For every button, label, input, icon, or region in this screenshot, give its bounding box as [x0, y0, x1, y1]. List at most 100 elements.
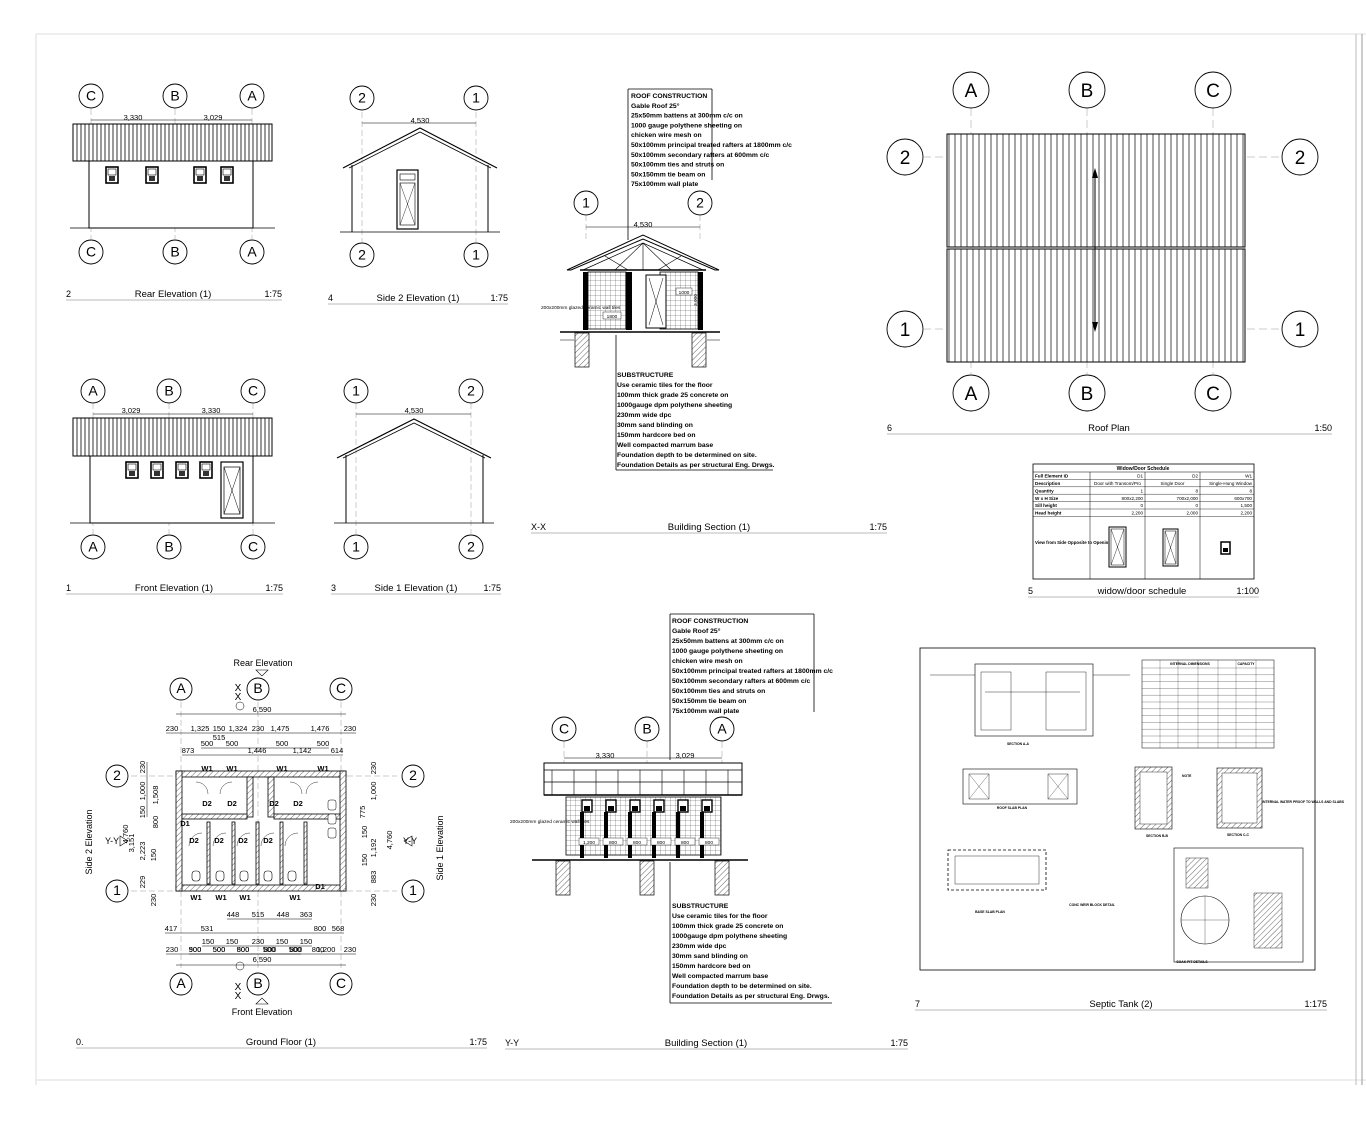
- sectionx-view-number: X-X: [531, 522, 546, 532]
- gdim-overall-bottom: 6,590: [253, 955, 272, 964]
- side2-grid-bottom-0: 2: [349, 242, 375, 268]
- sectiony-cubicle-1: 800: [602, 799, 624, 858]
- side1-grid-top-0-label: 1: [352, 383, 360, 399]
- sectiony-grid-0: C: [551, 716, 577, 742]
- rear-grid-top-1: B: [162, 83, 188, 109]
- gdim-left-0: 230: [138, 761, 147, 774]
- roofnote1-line-6: 50x100mm ties and struts on: [631, 162, 724, 169]
- septic-conc-block: CONC WEIR BLOCK DETAIL: [1069, 903, 1115, 907]
- ground-view-number: 0.: [76, 1037, 84, 1047]
- subnote1-line-1: 100mm thick grade 25 concrete on: [617, 392, 728, 399]
- side1-grid-top-0: 1: [343, 378, 369, 404]
- schedule-view-number: 5: [1028, 586, 1033, 596]
- schedule-cell-5-0: Head height: [1035, 511, 1062, 516]
- gdim-bot4-7: 1,200: [317, 945, 336, 954]
- septic-soak-pit: SOAK PIT DETAILS: [1176, 960, 1208, 964]
- ground-window-label-6: W1: [239, 893, 250, 902]
- gdim-bot1-2: 448: [277, 910, 290, 919]
- sectiony-cubicle-2: 800: [626, 799, 648, 858]
- gdim-bot4-5: 800: [290, 945, 303, 954]
- roof-grid-right-1-label: 1: [1295, 320, 1306, 341]
- gdim-bot3-2: 230: [252, 937, 265, 946]
- roof-grid-right-1: 1: [1281, 310, 1319, 348]
- schedule-d1-icon: [1108, 526, 1127, 568]
- ground-floor-walls: [175, 770, 347, 892]
- urinal-icon-1: [327, 813, 337, 825]
- gdim-left-1: 1,000: [138, 782, 147, 801]
- roof-view-number: 6: [887, 423, 892, 433]
- sectionx-tile-note: 200x200mm glazed ceramic wall tiles: [541, 305, 621, 311]
- side1-grid-top-1-label: 2: [467, 383, 475, 399]
- wc-icon-4: [284, 832, 299, 882]
- side1-view-number: 3: [331, 583, 336, 593]
- ground-yy-left: Y-Y: [105, 836, 119, 846]
- gdim-right-5: 883: [369, 871, 378, 884]
- ground-door-label-9: D1: [315, 882, 325, 891]
- rear-window-2: [220, 166, 234, 184]
- schedule-cell-5-3: 2,200: [1241, 511, 1253, 516]
- gdim-top1-7: 230: [344, 724, 357, 733]
- gdim-top2-0: 515: [213, 733, 226, 742]
- septic-note: NOTE: [1182, 774, 1192, 778]
- svg-text:X: X: [235, 692, 242, 703]
- subnote1-line-6: Well compacted marrum base: [617, 442, 713, 449]
- sectionx-dim: 4,530: [634, 220, 653, 229]
- gdim-right-1: 1,000: [369, 782, 378, 801]
- gdim-left-10: 150: [149, 849, 158, 862]
- ground-door-label-5: D2: [214, 836, 224, 845]
- gdim-bot2-1: 531: [201, 924, 214, 933]
- gdim-right-0: 230: [369, 762, 378, 775]
- roof-grid-bottom-1-label: B: [1081, 384, 1094, 405]
- sectiony-cubicle-5: 800: [698, 799, 720, 858]
- rear-grid-bottom-2: A: [239, 239, 265, 265]
- gdim-right-3: 150: [360, 826, 369, 839]
- rear-window-1: [193, 166, 207, 184]
- ground-grid-bottom-2: C: [329, 972, 353, 996]
- sectiony-cubicle-4: 800: [674, 799, 696, 858]
- rear-grid-bottom-1-label: B: [170, 244, 179, 260]
- gdim-right-8: 4,760: [385, 831, 394, 850]
- front-window-2: [175, 461, 189, 479]
- rear-grid-top-1-label: B: [170, 88, 179, 104]
- front-roof: [72, 417, 273, 457]
- roof-grid-left-1-label: 1: [900, 320, 911, 341]
- roof-grid-bottom-2: C: [1194, 374, 1232, 412]
- ground-grid-right-0-label: 2: [409, 767, 417, 783]
- ground-grid-left-0: 2: [105, 764, 129, 788]
- schedule-cell-0-3: W1: [1245, 474, 1252, 479]
- roofnote1-heading: ROOF CONSTRUCTION: [631, 93, 707, 100]
- sectiony-label-4: 800: [681, 840, 689, 846]
- roof-view-title: Roof Plan: [1088, 423, 1130, 434]
- roof-grid-bottom-2-label: C: [1206, 384, 1220, 405]
- roof-grid-top-1: B: [1068, 71, 1106, 109]
- ground-door-label-3: D2: [293, 799, 303, 808]
- svg-text:X: X: [235, 991, 242, 1002]
- schedule-cell-2-3: 8: [1249, 488, 1252, 493]
- sectionx-label-3000: 3,000: [693, 294, 699, 306]
- gdim-bot3b-3: 500: [263, 945, 276, 954]
- sectiony-cubicle-0: 1,200: [578, 799, 600, 858]
- schedule-cell-4-0: Sill height: [1035, 503, 1057, 508]
- side1-view-title: Side 1 Elevation (1): [375, 583, 458, 594]
- subnote1-heading: SUBSTRUCTURE: [617, 372, 674, 379]
- roof-grid-bottom-0-label: A: [965, 384, 978, 405]
- sectiony-tile-note: 200x200mm glazed ceramic wall tiles: [510, 819, 590, 825]
- sectiony-label-1: 800: [609, 840, 617, 846]
- gdim-bot1-3: 363: [300, 910, 313, 919]
- ground-window-label-4: W1: [190, 893, 201, 902]
- septic-view-number: 7: [915, 999, 920, 1009]
- side2-grid-top-0: 2: [349, 85, 375, 111]
- sectiony-label-2: 800: [633, 840, 641, 846]
- ground-grid-left-0-label: 2: [113, 767, 121, 783]
- rear-grid-bottom-2-label: A: [247, 244, 257, 260]
- sectiony-cubicle-3: 800: [650, 799, 672, 858]
- schedule-cell-5-1: 2,200: [1132, 511, 1144, 516]
- subnote1-line-0: Use ceramic tiles for the floor: [617, 382, 713, 389]
- gdim-left-6: 3,151: [127, 834, 136, 853]
- gdim-left-8: 229: [138, 876, 147, 889]
